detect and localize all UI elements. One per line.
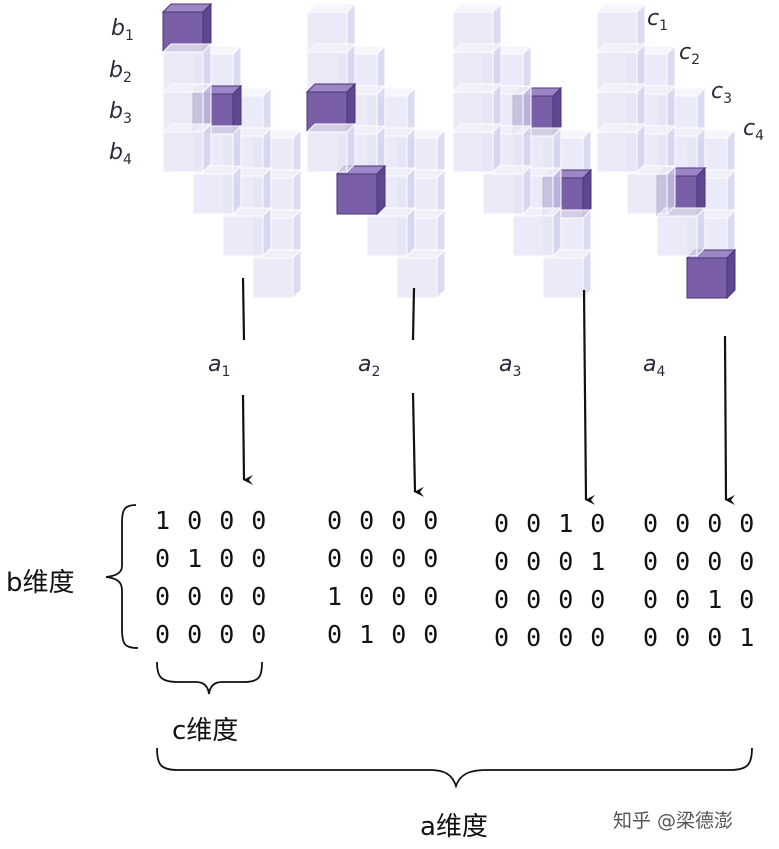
b-dim-brace [105,504,139,649]
matrix-3-row-1: 0 0 1 0 [494,509,607,538]
cube-highlight [336,173,378,215]
cube [656,215,698,257]
matrix-4-row-1: 0 0 0 0 [643,509,756,538]
b3-label: b3 [109,99,132,127]
matrix-4-row-2: 0 0 0 0 [643,547,756,576]
cube [452,131,494,173]
c4-label: c4 [743,116,765,144]
cube [366,215,408,257]
arrow-a2 [413,287,415,492]
watermark: 知乎 @梁德澎 [613,810,734,832]
c1-label: c1 [647,6,669,34]
cube [626,173,668,215]
a3-label: a3 [499,352,522,380]
matrix-3-row-4: 0 0 0 0 [494,623,607,652]
cube [596,131,638,173]
b4-label: b4 [109,140,132,168]
matrix-2-row-1: 0 0 0 0 [327,506,440,535]
b2-label: b2 [109,58,132,86]
c3-label: c3 [711,79,733,107]
matrix-4-row-4: 0 0 0 1 [643,623,756,652]
matrix-4-row-3: 0 0 1 0 [643,585,756,614]
a-dim-label: a维度 [420,812,488,842]
matrix-2-row-3: 1 0 0 0 [327,582,440,611]
b1-label: b1 [111,16,134,44]
matrix-1-row-3: 0 0 0 0 [155,582,268,611]
cube [162,131,204,173]
a1-label: a1 [208,352,231,380]
cube [222,215,264,257]
c-dim-label: c维度 [172,716,239,746]
a4-label: a4 [643,352,666,380]
cube-highlight [686,257,728,299]
arrow-a3 [582,289,596,505]
cube [512,215,554,257]
matrix-2-row-2: 0 0 0 0 [327,544,440,573]
cube [192,173,234,215]
arrow-a1 [243,277,244,480]
matrix-3-row-2: 0 0 0 1 [494,547,607,576]
cube [306,131,348,173]
arrow-a4 [723,335,736,505]
b-dim-label: b维度 [6,568,75,598]
a-dim-brace [156,747,753,789]
c-dim-brace [156,661,263,695]
matrix-3-row-3: 0 0 0 0 [494,585,607,614]
matrix-1-row-4: 0 0 0 0 [155,620,268,649]
a2-label: a2 [358,352,381,380]
cube [482,173,524,215]
matrix-1-row-2: 0 1 0 0 [155,544,268,573]
cube [252,257,294,299]
matrix-2-row-4: 0 1 0 0 [327,620,440,649]
c2-label: c2 [679,40,701,68]
cube [396,257,438,299]
matrix-1-row-1: 1 0 0 0 [155,506,268,535]
